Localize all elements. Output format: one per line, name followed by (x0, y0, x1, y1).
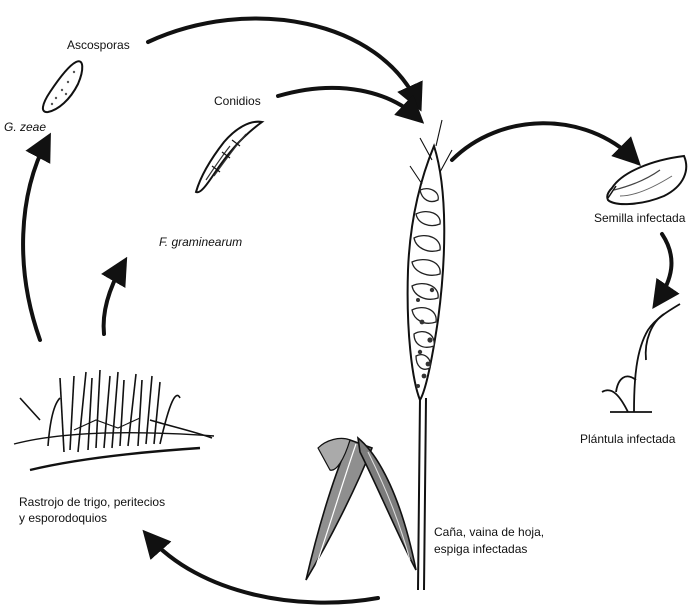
arrow-conidios-to-spike (278, 88, 418, 118)
label-g-zeae: G. zeae (4, 120, 46, 135)
infected-seed-illustration (607, 156, 686, 204)
arrow-seed-to-seedling (657, 234, 671, 302)
label-rastrojo-line1: Rastrojo de trigo, peritecios (19, 495, 165, 510)
label-plantula-infectada: Plántula infectada (580, 432, 675, 447)
label-ascosporas: Ascosporas (67, 38, 130, 53)
wheat-leaves-illustration (306, 438, 416, 580)
arrow-spike-to-seed (452, 123, 635, 160)
infected-seedling-illustration (602, 304, 680, 412)
label-cana-line1: Caña, vaina de hoja, (434, 525, 544, 540)
ascospore-illustration (43, 61, 82, 112)
label-conidios: Conidios (214, 94, 261, 109)
wheat-stubble-illustration (14, 370, 214, 470)
wheat-stem (418, 398, 426, 590)
label-rastrojo-line2: y esporodoquios (19, 511, 107, 526)
wheat-spike-illustration (408, 120, 452, 400)
arrow-stubble-to-f-graminearum (104, 264, 123, 334)
arrow-ascosporas-to-spike (148, 19, 418, 104)
conidium-illustration (196, 122, 262, 193)
label-f-graminearum: F. graminearum (159, 235, 242, 250)
arrow-stubble-to-g-zeae (23, 140, 47, 340)
label-semilla-infectada: Semilla infectada (594, 211, 685, 226)
arrow-plant-to-stubble (148, 536, 378, 603)
label-cana-line2: espiga infectadas (434, 542, 527, 557)
